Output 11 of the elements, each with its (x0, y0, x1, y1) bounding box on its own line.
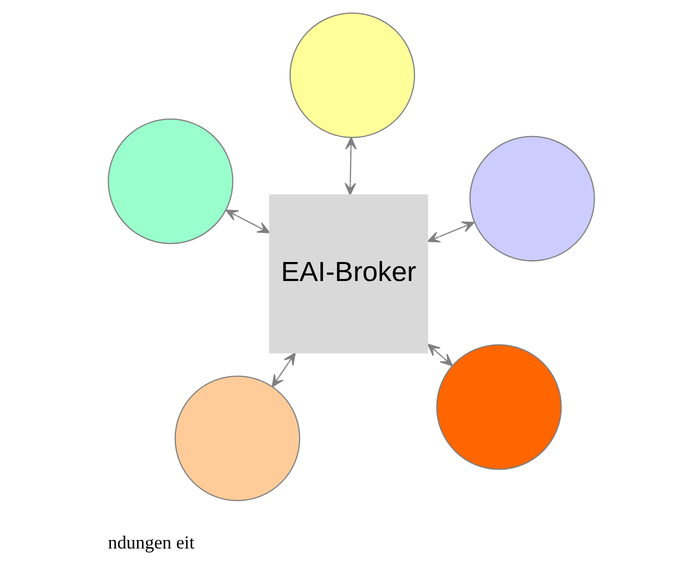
arrow (272, 352, 296, 388)
arrow (427, 344, 453, 366)
label: ndungen eit (108, 532, 194, 553)
arrow (225, 210, 270, 234)
node-circle (469, 136, 595, 262)
arrow (344, 136, 357, 196)
node-circle (290, 12, 416, 138)
node-circle (174, 376, 300, 502)
arrow (427, 221, 475, 242)
node-box: EAI-Broker (269, 194, 428, 354)
node-circle (108, 118, 234, 244)
